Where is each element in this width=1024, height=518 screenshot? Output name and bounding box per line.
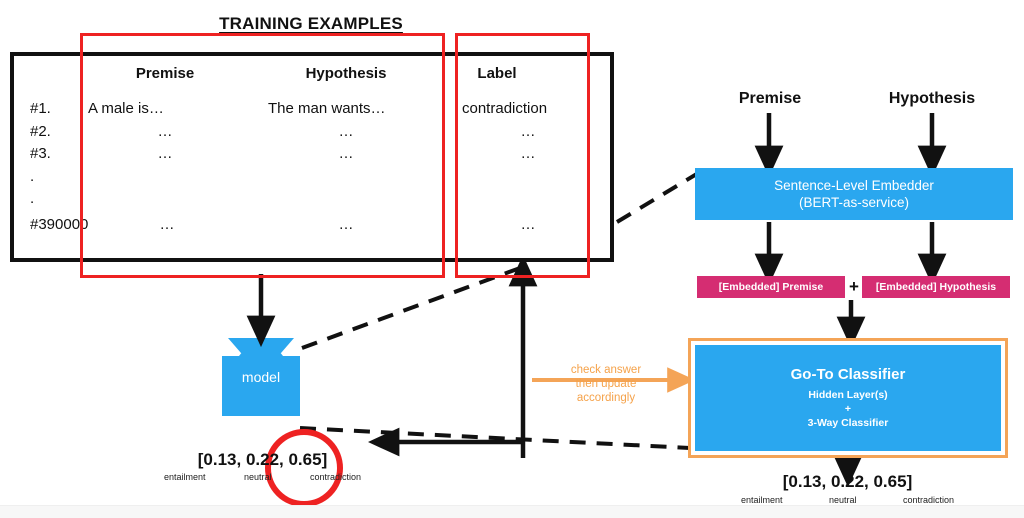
page-title: TRAINING EXAMPLES xyxy=(219,14,403,33)
table-cell-label: … xyxy=(520,145,536,162)
embedded-hypothesis-label: [Embedded] Hypothesis xyxy=(875,281,997,293)
classifier-details: Hidden Layer(s) + 3-Way Classifier xyxy=(808,388,889,430)
classifier-plus: + xyxy=(844,403,852,415)
red-highlight-premise-hypothesis xyxy=(80,33,445,278)
embedded-hypothesis-box[interactable]: [Embedded] Hypothesis xyxy=(862,276,1010,298)
model-label: model xyxy=(241,369,281,385)
classifier-inner-panel: Go-To Classifier Hidden Layer(s) + 3-Way… xyxy=(695,345,1001,451)
model-output-class-labels: entailment neutral contradiction xyxy=(140,472,385,482)
feedback-line-1: check answer xyxy=(570,364,642,376)
embedder-subtitle: (BERT-as-service) xyxy=(798,195,910,210)
feedback-line-3: accordingly xyxy=(576,392,636,404)
red-highlight-label xyxy=(455,33,590,278)
class-label-neutral: neutral xyxy=(243,472,272,482)
feedback-line-2: then update xyxy=(575,378,637,390)
table-row-id: . xyxy=(30,168,35,185)
feedback-annotation: check answer then update accordingly xyxy=(558,363,654,405)
sentence-level-embedder-box[interactable]: Sentence-Level Embedder (BERT-as-service… xyxy=(695,168,1013,220)
class-label-entailment: entailment xyxy=(164,472,206,482)
model-box[interactable]: model xyxy=(222,338,300,416)
pipeline-input-hypothesis-label: Hypothesis xyxy=(888,90,976,107)
table-cell-hypothesis: The man wants… xyxy=(268,100,386,117)
dashed-model-to-classifier xyxy=(299,426,691,450)
table-cell-premise: … xyxy=(157,145,173,162)
class-label-contradiction: contradiction xyxy=(902,495,954,505)
table-row-id: . xyxy=(30,190,35,207)
classifier-3way: 3-Way Classifier xyxy=(807,417,889,429)
go-to-classifier-box[interactable]: Go-To Classifier Hidden Layer(s) + 3-Way… xyxy=(688,338,1008,458)
table-cell-label: contradiction xyxy=(462,100,548,117)
classifier-output-class-labels: entailment neutral contradiction xyxy=(725,495,970,505)
table-cell-premise: A male is… xyxy=(88,100,164,117)
plus-icon: + xyxy=(849,277,859,296)
table-cell-premise: … xyxy=(159,216,175,233)
embedder-title: Sentence-Level Embedder xyxy=(774,178,934,193)
class-label-neutral: neutral xyxy=(828,495,857,505)
table-row-id: #1. xyxy=(30,100,51,117)
table-cell-hypothesis: … xyxy=(338,123,354,140)
model-output-vector: [0.13, 0.22, 0.65] xyxy=(197,450,328,469)
table-cell-hypothesis: … xyxy=(338,145,354,162)
table-row-id: #390000 xyxy=(30,216,89,233)
class-label-contradiction: contradiction xyxy=(309,472,361,482)
classifier-title: Go-To Classifier xyxy=(790,366,906,383)
training-examples-table xyxy=(10,52,614,262)
class-label-entailment: entailment xyxy=(741,495,783,505)
column-header-hypothesis: Hypothesis xyxy=(305,65,387,82)
bottom-strip xyxy=(0,505,1024,518)
table-cell-hypothesis: … xyxy=(338,216,354,233)
dashed-table-to-embedder xyxy=(615,170,702,224)
table-cell-premise: … xyxy=(157,123,173,140)
column-header-label: Label xyxy=(477,65,517,82)
embedded-premise-box[interactable]: [Embedded] Premise xyxy=(697,276,845,298)
embedded-premise-label: [Embedded] Premise xyxy=(718,281,824,293)
classifier-output-vector: [0.13, 0.22, 0.65] xyxy=(782,472,913,491)
column-header-premise: Premise xyxy=(135,65,195,82)
classifier-hidden-layers: Hidden Layer(s) xyxy=(808,389,888,401)
table-row-id: #3. xyxy=(30,145,51,162)
pipeline-input-premise-label: Premise xyxy=(738,90,802,107)
table-cell-label: … xyxy=(520,123,536,140)
dashed-model-to-table xyxy=(301,266,521,350)
table-cell-label: … xyxy=(520,216,536,233)
table-row-id: #2. xyxy=(30,123,51,140)
